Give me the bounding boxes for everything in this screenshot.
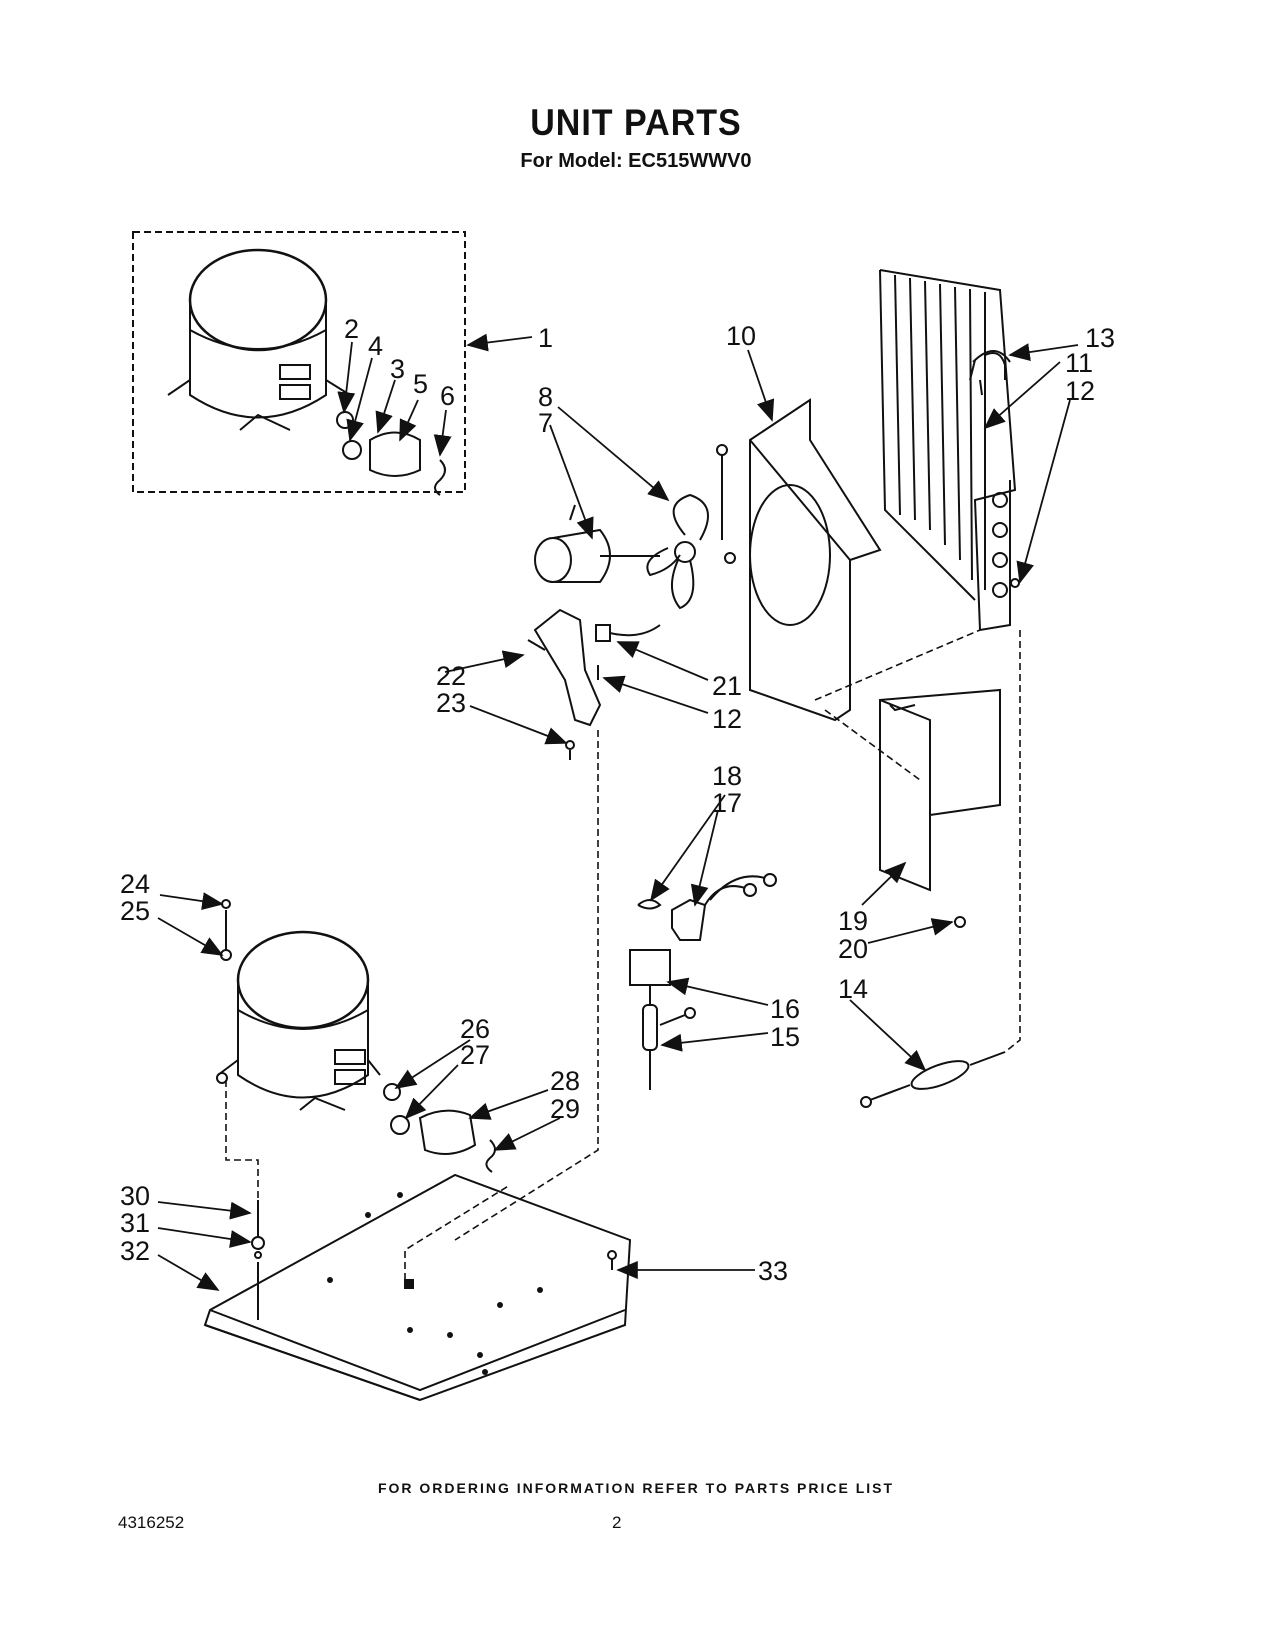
callout-30: 30 xyxy=(120,1181,150,1211)
callout-11: 11 xyxy=(1065,348,1093,378)
assembly-guide-lines xyxy=(225,629,1021,1280)
callout-24: 24 xyxy=(120,869,150,899)
callout-14: 14 xyxy=(838,974,868,1004)
callout-33: 33 xyxy=(758,1256,788,1286)
callout-10: 10 xyxy=(726,321,756,351)
model-subtitle: For Model: EC515WWV0 xyxy=(520,150,752,172)
callout-8: 8 xyxy=(538,382,553,412)
callout-3: 3 xyxy=(390,354,405,384)
callout-31: 31 xyxy=(120,1208,150,1238)
compressor-assembly-box xyxy=(132,231,466,493)
callout-19: 19 xyxy=(838,906,868,936)
callout-29: 29 xyxy=(550,1094,580,1124)
callout-2: 2 xyxy=(344,314,359,344)
callout-20: 20 xyxy=(838,934,868,964)
callout-18: 18 xyxy=(712,761,742,791)
page-title: UNIT PARTS xyxy=(530,102,742,144)
fan-blade-illustration xyxy=(646,444,736,610)
document-number: 4316252 xyxy=(118,1513,185,1532)
callout-21: 21 xyxy=(712,671,742,701)
condenser-illustration xyxy=(879,269,1020,632)
page-number: 2 xyxy=(612,1513,622,1532)
callout-32: 32 xyxy=(120,1236,150,1266)
ordering-information-note: FOR ORDERING INFORMATION REFER TO PARTS … xyxy=(377,1480,895,1496)
fan-motor-illustration xyxy=(534,504,660,583)
callout-23: 23 xyxy=(436,688,466,718)
callout-28: 28 xyxy=(550,1066,580,1096)
callout-leaders xyxy=(157,333,1079,1291)
callout-numbers: 1 2 3 4 5 6 7 8 10 11 12 13 12 14 15 16 … xyxy=(120,314,1115,1286)
relay-assembly-illustration xyxy=(629,873,777,1090)
panel-illustration xyxy=(879,688,1001,928)
callout-22: 22 xyxy=(436,661,466,691)
callout-6: 6 xyxy=(440,381,455,411)
callout-25: 25 xyxy=(120,896,150,926)
base-plate-illustration xyxy=(203,1173,632,1402)
callout-1: 1 xyxy=(538,323,553,353)
fan-shroud-illustration xyxy=(749,398,882,722)
callout-17: 17 xyxy=(712,788,742,818)
compressor-lower-illustration xyxy=(216,899,496,1173)
callout-27: 27 xyxy=(460,1040,490,1070)
callout-16: 16 xyxy=(770,994,800,1024)
callout-12-bracket: 12 xyxy=(712,704,742,734)
callout-15: 15 xyxy=(770,1022,800,1052)
filter-drier-illustration xyxy=(860,1051,1006,1108)
motor-bracket-illustration xyxy=(527,608,661,760)
callout-12-condenser: 12 xyxy=(1065,376,1095,406)
callout-4: 4 xyxy=(368,331,383,361)
callout-7: 7 xyxy=(538,408,553,438)
callout-26: 26 xyxy=(460,1014,490,1044)
callout-13: 13 xyxy=(1085,323,1115,353)
callout-5: 5 xyxy=(413,369,428,399)
